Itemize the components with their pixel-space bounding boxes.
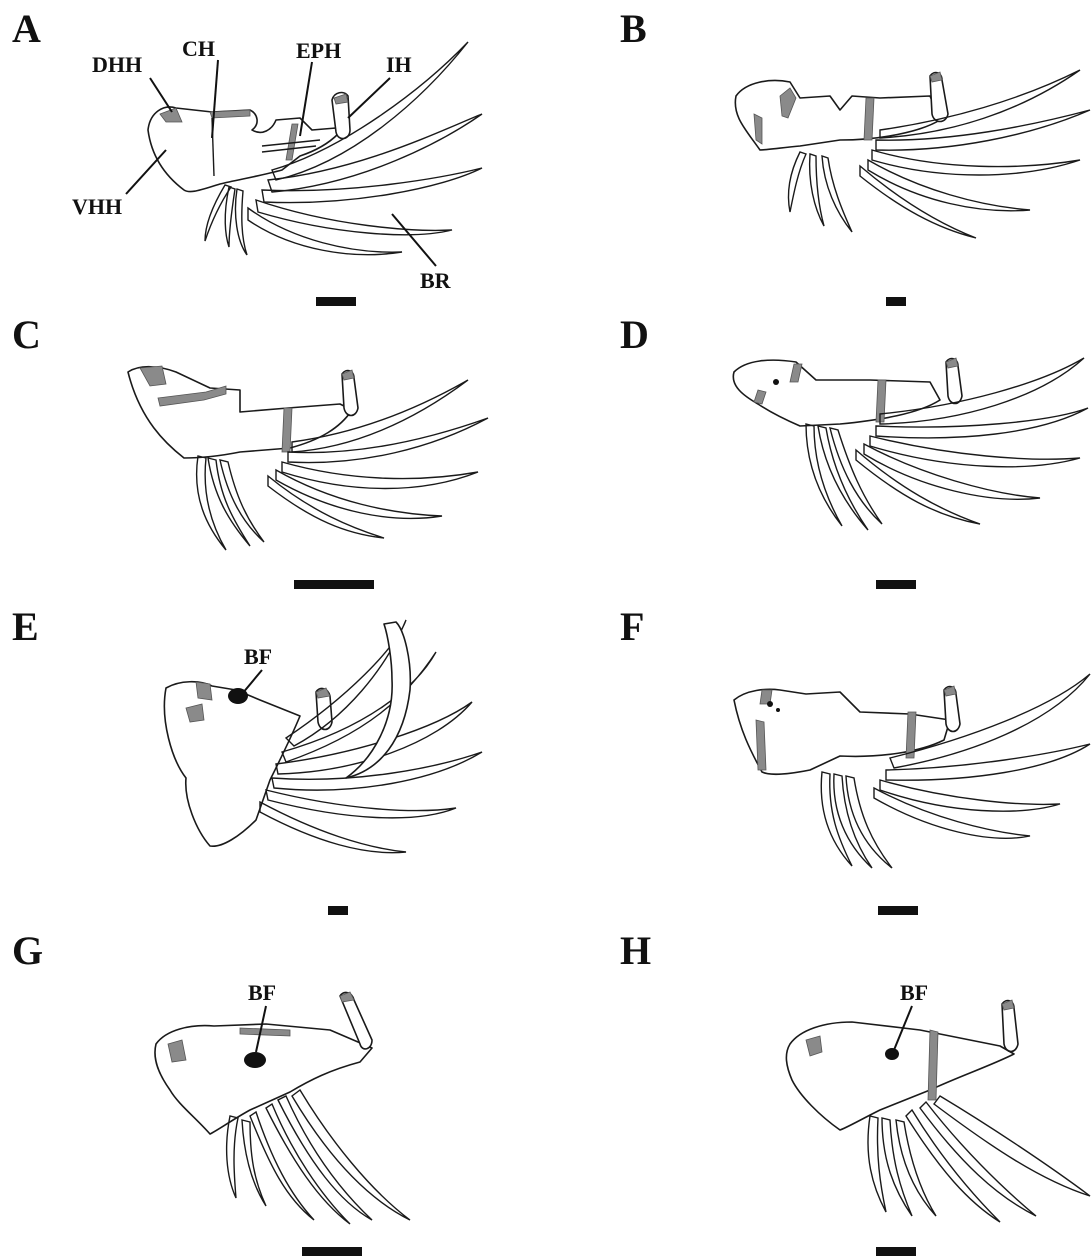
- panel-letter-a: A: [12, 6, 41, 51]
- label-vhh: VHH: [72, 194, 122, 219]
- panel-d: D: [620, 312, 1088, 589]
- panel-letter-b: B: [620, 6, 647, 51]
- panel-letter-d: D: [620, 312, 649, 357]
- panel-letter-c: C: [12, 312, 41, 357]
- panel-letter-h: H: [620, 928, 651, 973]
- bony-foramen-g: [244, 1052, 266, 1068]
- panel-a: A DHH: [12, 6, 482, 306]
- label-bf-h: BF: [900, 980, 928, 1005]
- label-bf-g: BF: [248, 980, 276, 1005]
- scale-bar-b: [886, 297, 906, 306]
- scale-bar-f: [878, 906, 918, 915]
- label-br: BR: [420, 268, 452, 293]
- scale-bar-a: [316, 297, 356, 306]
- label-bf-e: BF: [244, 644, 272, 669]
- label-dhh: DHH: [92, 52, 142, 77]
- scale-bar-h: [876, 1247, 916, 1256]
- scale-bar-e: [328, 906, 348, 915]
- label-ch: CH: [182, 36, 215, 61]
- panel-g: G BF: [12, 928, 410, 1256]
- panel-letter-e: E: [12, 604, 39, 649]
- label-ih: IH: [386, 52, 412, 77]
- scale-bar-g: [302, 1247, 362, 1256]
- panel-c: C: [12, 312, 488, 589]
- bony-foramen-h: [885, 1048, 899, 1060]
- panel-letter-g: G: [12, 928, 43, 973]
- scale-bar-c: [294, 580, 374, 589]
- panel-f: F: [620, 604, 1090, 915]
- label-eph: EPH: [296, 38, 341, 63]
- panel-h: H BF: [620, 928, 1090, 1256]
- panel-letter-f: F: [620, 604, 644, 649]
- panel-b: B: [620, 6, 1090, 306]
- scale-bar-d: [876, 580, 916, 589]
- panel-e: E BF: [12, 604, 482, 915]
